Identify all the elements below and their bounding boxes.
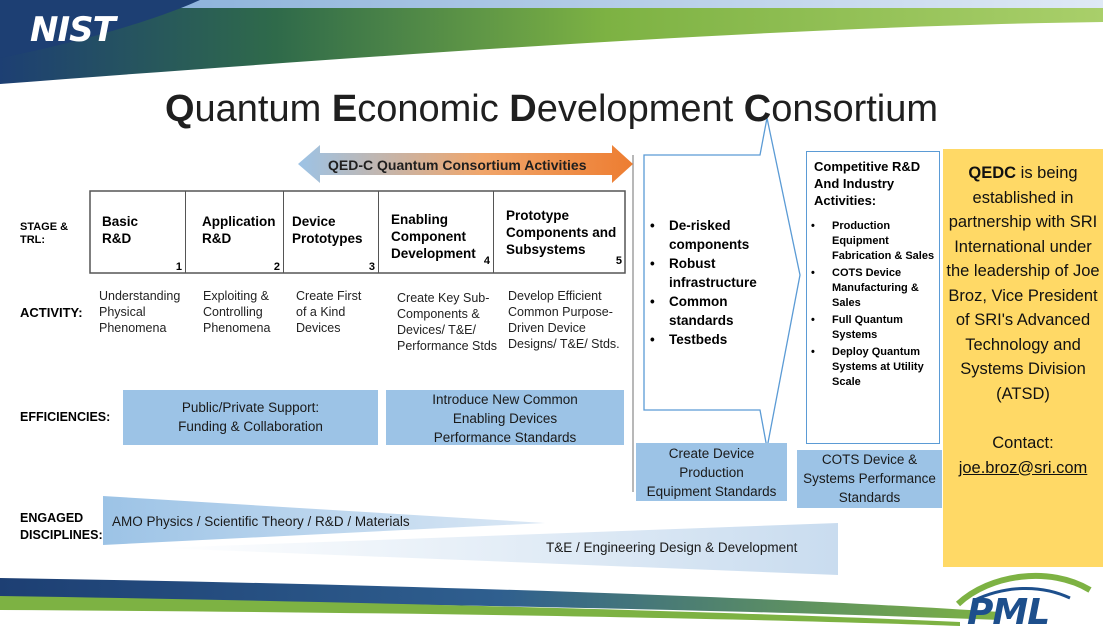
stage-device-prototypes: Device Prototypes 3 xyxy=(284,191,379,273)
list-item: •Production Equipment Fabrication & Sale… xyxy=(811,220,935,262)
stage-number: 2 xyxy=(273,261,280,273)
stage-title: Device Prototypes xyxy=(292,214,363,246)
discipline-amo-physics: AMO Physics / Scientific Theory / R&D / … xyxy=(112,514,410,529)
outcome-text: Common standards xyxy=(669,294,734,328)
title-initial-d: D xyxy=(509,88,537,130)
title-initial-q: Q xyxy=(164,88,195,130)
title-rest-d: evelopment xyxy=(536,88,744,130)
activity-text: Understanding Physical Phenomena xyxy=(99,289,181,335)
nist-logo: NIST xyxy=(30,10,116,50)
competitive-item: Full Quantum Systems xyxy=(832,314,903,341)
outcomes-list: •De-risked components •Robust infrastruc… xyxy=(650,216,779,349)
title-initial-c: C xyxy=(743,88,772,130)
list-item: •Robust infrastructure xyxy=(650,256,757,290)
discipline-engineering: T&E / Engineering Design & Development xyxy=(546,540,798,555)
stage-application-rd: Application R&D 2 xyxy=(186,191,284,273)
stage-trl-label: STAGE & TRL: xyxy=(20,221,69,246)
stage-prototype-components: Prototype Components and Subsystems 5 xyxy=(494,191,625,273)
activity-text: Develop Efficient Common Purpose-Driven … xyxy=(508,289,620,351)
efficiency-box: Create Device Production Equipment Stand… xyxy=(636,443,787,501)
efficiency-box: Introduce New Common Enabling Devices Pe… xyxy=(386,390,624,445)
outcome-text: Testbeds xyxy=(669,332,728,347)
list-item: •Deploy Quantum Systems at Utility Scale xyxy=(811,346,924,388)
engaged-disciplines-label: ENGAGED DISCIPLINES: xyxy=(20,511,103,542)
contact-label: Contact: xyxy=(992,434,1054,452)
stage-title: Application R&D xyxy=(202,214,276,246)
stage-title: Prototype Components and Subsystems xyxy=(506,208,617,257)
competitive-item: COTS Device Manufacturing & Sales xyxy=(832,267,919,309)
title-rest-c: onsortium xyxy=(771,88,939,130)
stage-basic-rd: Basic R&D 1 xyxy=(90,191,186,273)
efficiencies-label: EFFICIENCIES: xyxy=(20,410,111,424)
stage-number: 4 xyxy=(483,255,490,267)
title-rest-q: uantum xyxy=(194,88,332,130)
efficiency-box: COTS Device & Systems Performance Standa… xyxy=(797,450,942,508)
activity-text: Create Key Sub-Components & Devices/ T&E… xyxy=(397,291,498,353)
competitive-activities-box: Competitive R&D And Industry Activities:… xyxy=(806,151,940,444)
list-item: •Full Quantum Systems xyxy=(811,314,903,341)
stage-number: 5 xyxy=(615,255,622,267)
list-item: •Testbeds xyxy=(650,332,728,347)
competitive-item: Deploy Quantum Systems at Utility Scale xyxy=(832,346,924,388)
list-item: •COTS Device Manufacturing & Sales xyxy=(811,267,919,309)
stage-number: 1 xyxy=(175,261,182,273)
contact-email-link[interactable]: joe.broz@sri.com xyxy=(958,458,1088,477)
qedc-description: is being established in partnership with… xyxy=(946,164,1100,403)
qedc-info-panel: QEDC is being established in partnership… xyxy=(943,149,1103,567)
activity-text: Create First of a Kind Devices xyxy=(296,289,362,335)
competitive-item: Production Equipment Fabrication & Sales xyxy=(832,220,935,262)
qedc-bold: QEDC xyxy=(968,164,1017,182)
list-item: •De-risked components xyxy=(650,218,750,252)
list-item: •Common standards xyxy=(650,294,734,328)
outcome-text: De-risked components xyxy=(669,218,750,252)
stage-number: 3 xyxy=(368,261,375,273)
efficiency-box: Public/Private Support: Funding & Collab… xyxy=(123,390,378,445)
activities-arrow-label: QED-C Quantum Consortium Activities xyxy=(328,157,587,173)
stage-title: Enabling Component Development xyxy=(391,212,476,261)
outcome-text: Robust infrastructure xyxy=(669,256,757,290)
title-rest-e: conomic xyxy=(357,88,510,130)
stage-enabling-component: Enabling Component Development 4 xyxy=(379,191,494,273)
page-title: Quantum Economic Development Consortium xyxy=(0,88,1103,131)
pml-logo: PML xyxy=(967,592,1050,633)
activity-text: Exploiting & Controlling Phenomena xyxy=(203,289,271,335)
activity-label: ACTIVITY: xyxy=(20,305,83,320)
stage-title: Basic R&D xyxy=(102,214,139,246)
title-initial-e: E xyxy=(331,88,358,130)
qedc-info-text: QEDC is being established in partnership… xyxy=(943,161,1103,406)
competitive-heading: Competitive R&D And Industry Activities: xyxy=(814,159,921,208)
